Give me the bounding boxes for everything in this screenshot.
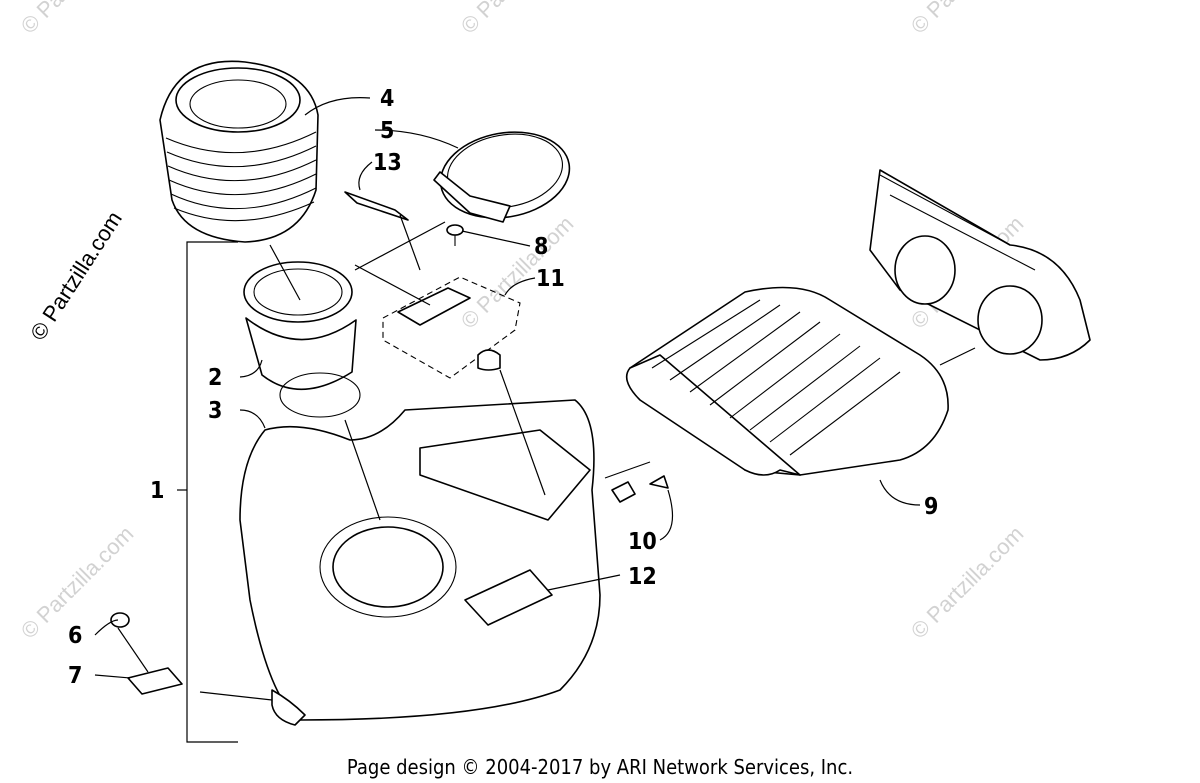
callout-4: 4 bbox=[380, 86, 394, 112]
callout-7: 7 bbox=[68, 663, 82, 689]
watermark-main: © Partzilla.com bbox=[25, 207, 127, 345]
callout-8: 8 bbox=[534, 234, 548, 260]
part-8-screw bbox=[446, 224, 464, 246]
part-11-label bbox=[382, 276, 521, 379]
part-4-bellows-boot bbox=[159, 60, 319, 243]
leader-lines bbox=[94, 97, 976, 701]
part-6-screw bbox=[110, 612, 130, 628]
part-2-coupler bbox=[243, 261, 361, 418]
callout-10: 10 bbox=[628, 529, 657, 555]
callout-6: 6 bbox=[68, 623, 82, 649]
callout-numbers: 1 2 3 4 5 6 7 8 9 10 11 12 13 bbox=[68, 86, 938, 689]
callout-13: 13 bbox=[373, 150, 402, 176]
part-3-airbox bbox=[239, 399, 601, 726]
callout-3: 3 bbox=[208, 398, 222, 424]
part-5-clamp bbox=[433, 131, 571, 223]
bracket-item-1 bbox=[177, 241, 238, 743]
callout-12: 12 bbox=[628, 564, 657, 590]
callout-2: 2 bbox=[208, 365, 222, 391]
watermark-faint: © Partzilla.com bbox=[906, 0, 1029, 39]
callout-5: 5 bbox=[380, 118, 394, 144]
part-7-clip bbox=[127, 667, 183, 695]
watermark-faint: © Partzilla.com bbox=[16, 0, 139, 39]
callout-11: 11 bbox=[536, 266, 565, 292]
callout-1: 1 bbox=[150, 478, 164, 504]
watermark-faint: © Partzilla.com bbox=[906, 521, 1029, 644]
part-9-intake-duct bbox=[625, 286, 949, 476]
throttle-body-assembly bbox=[869, 169, 1091, 361]
watermark-faint: © Partzilla.com bbox=[456, 0, 579, 39]
part-13-decal bbox=[344, 191, 409, 221]
part-10-bracket bbox=[604, 461, 669, 503]
footer-copyright: Page design © 2004-2017 by ARI Network S… bbox=[347, 755, 853, 779]
callout-9: 9 bbox=[924, 494, 938, 520]
